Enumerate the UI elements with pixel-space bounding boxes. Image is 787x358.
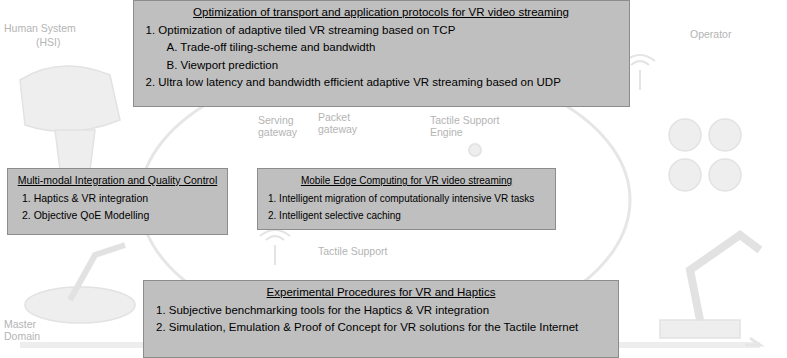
faded-label: Human System <box>4 22 94 34</box>
box-heading: Optimization of transport and applicatio… <box>142 4 621 22</box>
robot-base <box>660 320 740 338</box>
antenna-icon <box>260 230 290 265</box>
teleoperator-illustration <box>660 119 760 338</box>
camera-icon <box>709 119 741 151</box>
faded-label: Operator <box>690 28 770 40</box>
list-item: 2. Intelligent selective caching <box>266 207 547 225</box>
list-item: A. Trade-off tiling-scheme and bandwidth <box>142 39 621 57</box>
haptic-base <box>25 287 135 323</box>
faded-label: Tactile Support Engine <box>430 114 500 138</box>
list-item: 1. Subjective benchmarking tools for the… <box>152 302 610 320</box>
list-item: 2. Ultra low latency and bandwidth effic… <box>142 74 621 92</box>
camera-icon <box>669 119 701 151</box>
topic-box: Optimization of transport and applicatio… <box>133 0 630 107</box>
faded-label: Master Domain <box>4 318 64 342</box>
antenna-icon <box>625 55 655 90</box>
box-heading: Multi-modal Integration and Quality Cont… <box>16 172 219 190</box>
faded-label: Tactile Support <box>318 245 408 257</box>
camera-icon <box>669 159 701 191</box>
list-item: 1. Haptics & VR integration <box>16 190 219 208</box>
box-heading: Mobile Edge Computing for VR video strea… <box>266 172 547 190</box>
band-arrow <box>745 338 760 345</box>
engine-dot <box>469 144 481 156</box>
topic-box: Experimental Procedures for VR and Hapti… <box>143 280 619 358</box>
list-item: 1. Intelligent migration of computationa… <box>266 190 547 208</box>
list-item: 2. Objective QoE Modelling <box>16 207 219 225</box>
list-item: B. Viewport prediction <box>142 57 621 75</box>
faded-label: Packet gateway <box>318 111 364 135</box>
headset-strap <box>55 130 95 170</box>
faded-label: Serving gateway <box>258 114 308 138</box>
robot-arm <box>690 235 760 320</box>
topic-box: Mobile Edge Computing for VR video strea… <box>257 168 556 230</box>
vr-headset <box>20 66 120 131</box>
box-heading: Experimental Procedures for VR and Hapti… <box>152 284 610 302</box>
haptic-arm <box>70 245 125 300</box>
faded-label: (HSI) <box>36 36 86 48</box>
camera-icon <box>709 159 741 191</box>
topic-box: Multi-modal Integration and Quality Cont… <box>7 168 228 235</box>
list-item: 1. Optimization of adaptive tiled VR str… <box>142 22 621 40</box>
list-item: 2. Simulation, Emulation & Proof of Conc… <box>152 319 610 337</box>
